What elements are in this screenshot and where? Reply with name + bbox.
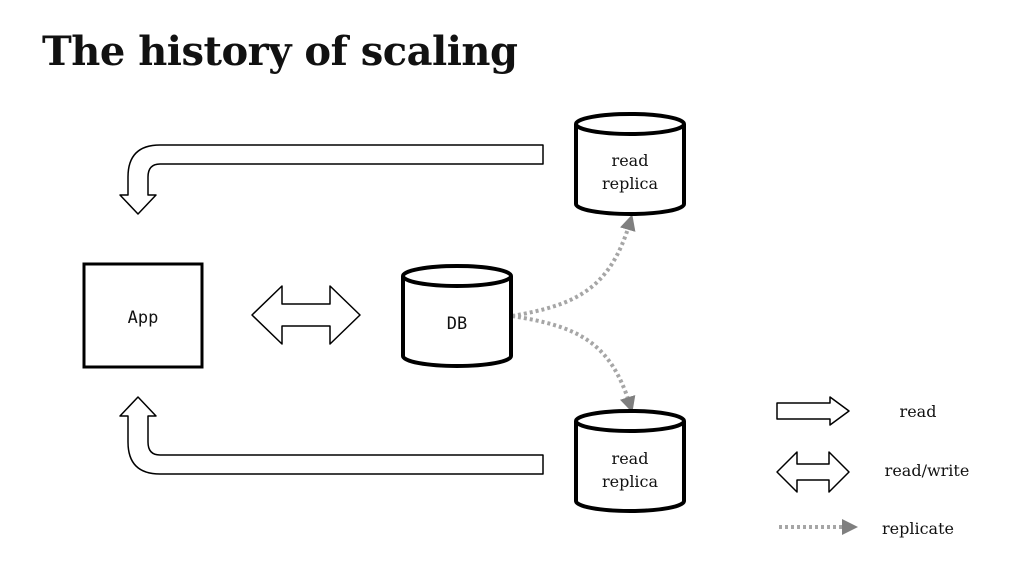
app-node: App: [82, 262, 204, 369]
read-arrow-top: [119, 144, 544, 215]
legend-read-arrow: [776, 396, 850, 426]
read-arrow-bottom: [119, 396, 544, 475]
replica-bottom-label-line1: read: [612, 449, 649, 468]
page-title: The history of scaling: [42, 28, 518, 75]
app-label: App: [128, 308, 159, 328]
read-replica-top: read replica: [574, 112, 686, 216]
legend: read read/write replicate: [776, 396, 970, 538]
replicate-line-top: [511, 214, 636, 318]
db-node: DB: [401, 264, 513, 368]
legend-read-write-label: read/write: [885, 461, 970, 480]
replicate-line-bottom: [511, 314, 636, 413]
db-label: DB: [447, 314, 467, 334]
legend-read-label: read: [900, 402, 937, 421]
read-write-arrow: [251, 285, 361, 345]
legend-read-write-arrow: [776, 451, 850, 493]
replica-bottom-label-line2: replica: [602, 472, 659, 491]
read-replica-bottom: read replica: [574, 409, 686, 513]
replica-top-label-line1: read: [612, 151, 649, 170]
replica-top-label-line2: replica: [602, 174, 659, 193]
legend-replicate-label: replicate: [882, 519, 954, 538]
